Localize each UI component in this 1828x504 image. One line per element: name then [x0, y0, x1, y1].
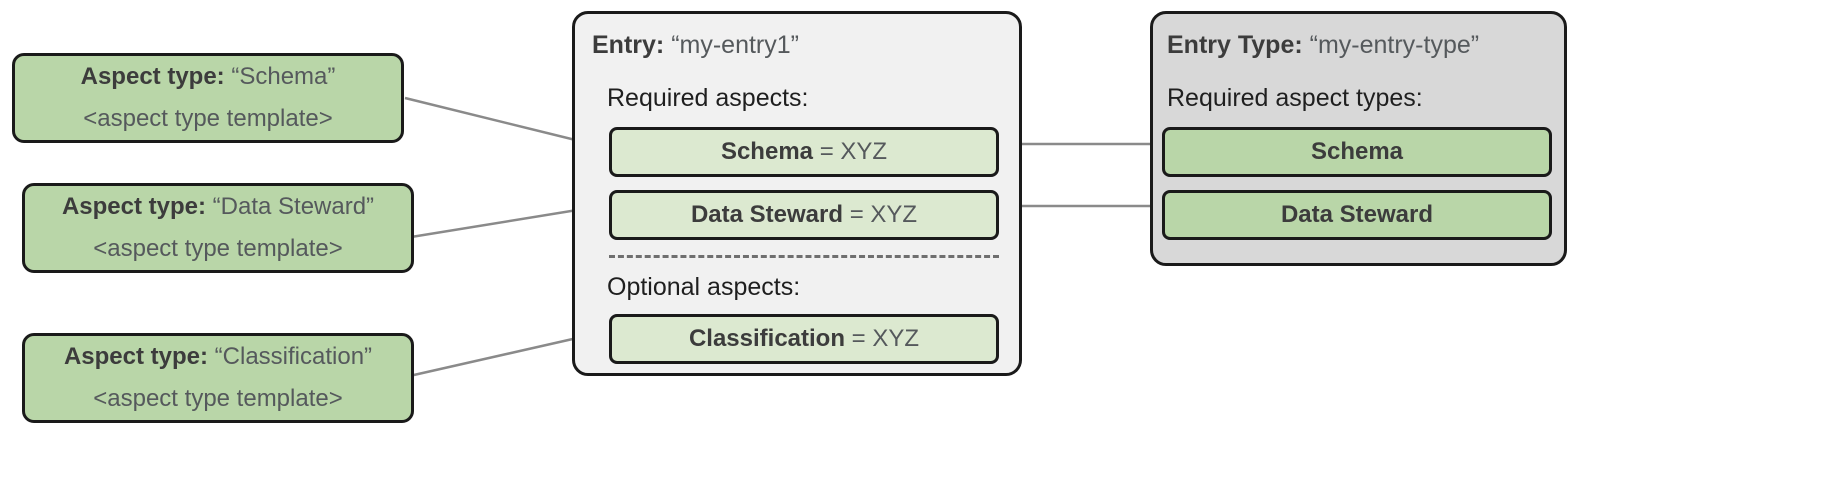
required-aspect-types-heading: Required aspect types: — [1167, 84, 1423, 112]
aspect-value: = XYZ — [819, 138, 888, 165]
required-aspect-schema[interactable]: Schema = XYZ — [609, 127, 999, 177]
aspect-type-card-data-steward[interactable]: Aspect type: “Data Steward” <aspect type… — [22, 183, 414, 273]
required-aspect-type-schema[interactable]: Schema — [1162, 127, 1552, 177]
aspect-value: = XYZ — [849, 201, 918, 228]
entry-name: “my-entry1” — [671, 31, 799, 59]
entry-type-name: “my-entry-type” — [1309, 31, 1480, 59]
aspect-type-card-classification[interactable]: Aspect type: “Classification” <aspect ty… — [22, 333, 414, 423]
entry-type-label: Entry Type: — [1167, 31, 1303, 59]
entry-type-title: Entry Type: “my-entry-type” — [1167, 31, 1479, 60]
aspect-type-name: “Data Steward” — [212, 193, 375, 220]
aspect-value: = XYZ — [851, 325, 920, 352]
entry-label: Entry: — [592, 31, 665, 59]
aspect-name: Schema — [720, 138, 814, 165]
required-aspect-data-steward[interactable]: Data Steward = XYZ — [609, 190, 999, 240]
aspect-type-label: Aspect type: — [80, 63, 225, 90]
optional-aspects-heading: Optional aspects: — [607, 273, 801, 301]
aspect-type-template: <aspect type template> — [93, 235, 343, 262]
aspect-type-heading: Aspect type: “Schema” — [81, 63, 336, 91]
required-optional-divider — [609, 255, 999, 258]
required-aspect-type-data-steward[interactable]: Data Steward — [1162, 190, 1552, 240]
optional-aspect-classification[interactable]: Classification = XYZ — [609, 314, 999, 364]
aspect-type-label: Aspect type: — [61, 193, 206, 220]
entry-title: Entry: “my-entry1” — [592, 31, 799, 60]
entry-type-card[interactable]: Entry Type: “my-entry-type” Required asp… — [1150, 11, 1567, 266]
aspect-type-label: Aspect type: — [63, 343, 208, 370]
aspect-type-heading: Aspect type: “Data Steward” — [62, 193, 374, 221]
aspect-name: Data Steward — [690, 201, 844, 228]
aspect-type-heading: Aspect type: “Classification” — [64, 343, 372, 371]
aspect-type-template: <aspect type template> — [83, 105, 333, 132]
aspect-type-card-schema[interactable]: Aspect type: “Schema” <aspect type templ… — [12, 53, 404, 143]
aspect-type-name: “Classification” — [214, 343, 373, 370]
aspect-type-name: “Schema” — [231, 63, 336, 90]
aspect-type-template: <aspect type template> — [93, 385, 343, 412]
entry-card[interactable]: Entry: “my-entry1” Required aspects: Sch… — [572, 11, 1022, 376]
aspect-name: Classification — [688, 325, 845, 352]
required-aspects-heading: Required aspects: — [607, 84, 809, 112]
